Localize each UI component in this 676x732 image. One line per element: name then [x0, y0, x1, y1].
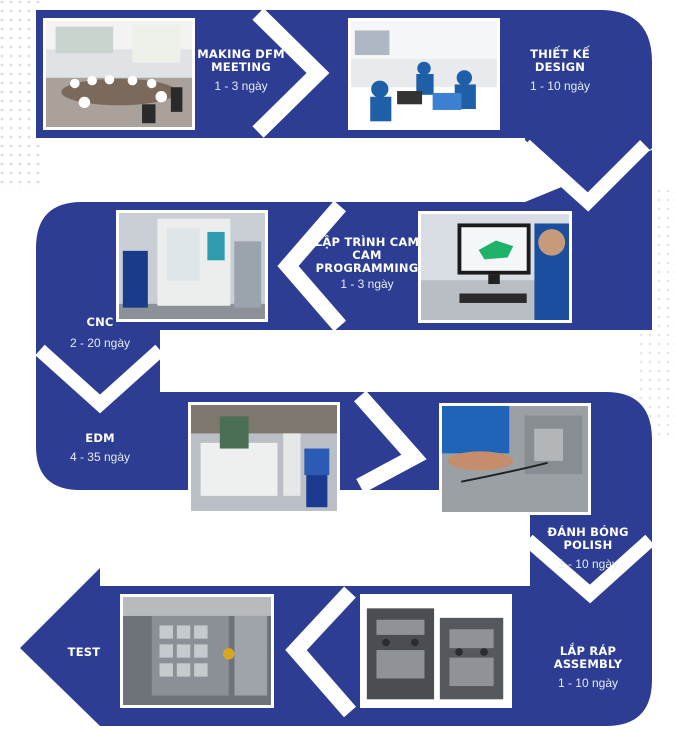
chevron-down-left — [35, 344, 165, 414]
mold-test-photo — [120, 594, 274, 708]
step-edm: EDM 4 - 35 ngày — [50, 431, 150, 465]
step-title: MAKING DFM MEETING — [197, 47, 285, 75]
step-duration: 1 - 10 ngày — [557, 557, 619, 572]
step-title: TEST — [67, 645, 101, 659]
step-duration: 2 - 20 ngày — [69, 336, 131, 351]
step-title: ĐÁNH BÓNG POLISH — [547, 525, 629, 553]
step-duration: 1 - 10 ngày — [557, 676, 619, 691]
step-title: EDM — [85, 431, 115, 445]
polishing-photo — [439, 403, 591, 515]
edm-machine-photo — [188, 402, 340, 514]
design-office-photo — [348, 18, 500, 130]
band-row-3 — [36, 330, 652, 600]
step-design: THIẾT KẾ DESIGN 1 - 10 ngày — [512, 47, 608, 94]
step-dfm-meeting: MAKING DFM MEETING 1 - 3 ngày — [196, 47, 286, 94]
chevron-down-right-2 — [523, 534, 655, 604]
mold-assembly-photo — [360, 594, 512, 708]
chevron-2 — [277, 200, 347, 332]
step-duration: 1 - 3 ngày — [214, 79, 268, 94]
step-cnc: CNC 2 - 20 ngày — [50, 315, 150, 351]
step-duration: 4 - 35 ngày — [69, 450, 131, 465]
step-title: CNC — [86, 315, 114, 329]
chevron-3 — [354, 390, 427, 494]
step-title: LẬP TRÌNH CAM CAM PROGRAMMING — [314, 235, 420, 276]
meeting-room-photo — [43, 18, 195, 130]
cnc-machine-photo — [116, 210, 268, 322]
chevron-down-right — [520, 139, 650, 212]
step-duration: 1 - 3 ngày — [340, 276, 394, 291]
step-cam-programming: LẬP TRÌNH CAM CAM PROGRAMMING 1 - 3 ngày — [310, 235, 424, 291]
step-test: TEST — [56, 645, 112, 659]
step-duration: 1 - 10 ngày — [529, 79, 591, 94]
chevron-4 — [285, 586, 357, 718]
dot-pattern-left — [0, 0, 40, 190]
chevron-1 — [252, 8, 330, 138]
step-title: LẮP RÁP ASSEMBLY — [553, 644, 623, 672]
cam-computer-photo — [418, 211, 572, 323]
step-polish: ĐÁNH BÓNG POLISH 1 - 10 ngày — [540, 525, 636, 572]
step-assembly: LẮP RÁP ASSEMBLY 1 - 10 ngày — [540, 644, 636, 691]
step-title: THIẾT KẾ DESIGN — [530, 47, 590, 75]
